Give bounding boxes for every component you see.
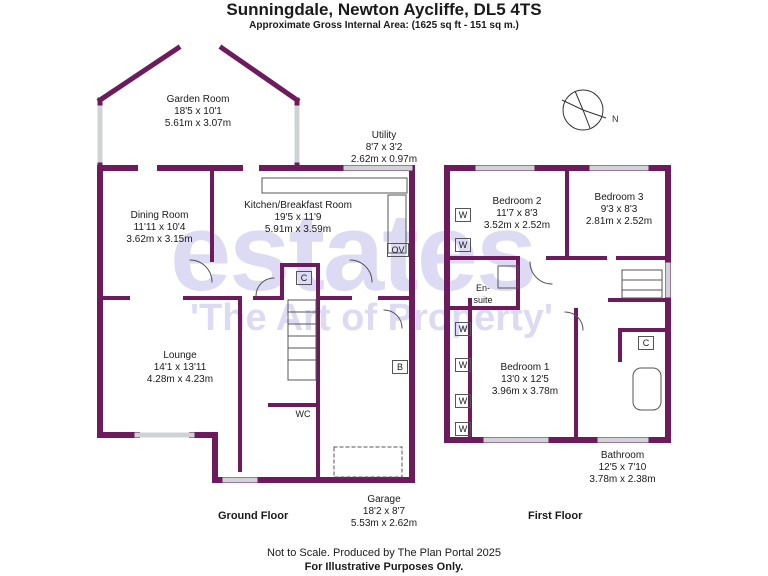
dining-room-label: Dining Room 11'11 x 10'4 3.62m x 3.15m [112,210,207,246]
garage-name: Garage [367,494,401,505]
bedroom2-metric: 3.52m x 2.52m [483,220,551,231]
lounge-imperial: 14'1 x 13'11 [153,362,207,373]
wardrobe-marker-2: W [455,238,471,252]
dining-room-name: Dining Room [130,210,189,221]
bedroom2-label: Bedroom 2 11'7 x 8'3 3.52m x 2.52m [472,196,562,232]
wardrobe-marker-4: W [455,358,471,372]
wardrobe-marker-3: W [455,322,471,336]
kitchen-name: Kitchen/Breakfast Room [244,200,352,211]
plan-subtitle: Approximate Gross Internal Area: (1625 s… [249,20,519,31]
compass-icon [561,89,607,131]
wardrobe-marker-6: W [455,422,471,436]
oven-marker: OV [387,243,409,257]
first-floor-label: First Floor [528,510,583,522]
ground-floor-plan [96,44,415,483]
plan-title: Sunningdale, Newton Aycliffe, DL5 4TS [226,0,542,19]
first-floor-plan [444,165,671,443]
garage-imperial: 18'2 x 8'7 [362,506,406,517]
kitchen-imperial: 19'5 x 11'9 [274,212,322,223]
kitchen-label: Kitchen/Breakfast Room 19'5 x 11'9 5.91m… [238,200,358,236]
cupboard-marker-ground: C [296,271,312,285]
utility-metric: 2.62m x 0.97m [350,154,418,165]
bedroom1-label: Bedroom 1 13'0 x 12'5 3.96m x 3.78m [480,362,570,398]
cupboard-marker-first: C [638,336,654,350]
bathroom-label: Bathroom 12'5 x 7'10 3.78m x 2.38m [580,450,665,486]
watermark-estates: estates [170,191,535,314]
wardrobe-marker-5: W [455,394,471,408]
watermark-tagline: 'The Art of Property' [190,297,553,339]
garden-room-metric: 5.61m x 3.07m [164,118,232,129]
utility-imperial: 8'7 x 3'2 [365,142,403,153]
wc-marker: WC [295,409,311,419]
boiler-marker: B [392,360,408,374]
bedroom3-metric: 2.81m x 2.52m [585,216,653,227]
footer-disclaimer: Not to Scale. Produced by The Plan Porta… [267,547,501,559]
bathroom-metric: 3.78m x 2.38m [589,474,656,485]
bedroom3-name: Bedroom 3 [594,192,644,203]
bathroom-name: Bathroom [600,450,645,461]
lounge-name: Lounge [163,350,197,361]
dining-room-metric: 3.62m x 3.15m [126,234,193,245]
bedroom2-imperial: 11'7 x 8'3 [496,208,538,219]
footer-illustrative: For Illustrative Purposes Only. [304,561,464,573]
garden-room-name: Garden Room [166,94,230,105]
garden-room-imperial: 18'5 x 10'1 [174,106,222,117]
garage-label: Garage 18'2 x 8'7 5.53m x 2.62m [344,494,424,530]
lounge-label: Lounge 14'1 x 13'11 4.28m x 4.23m [130,350,230,386]
garage-metric: 5.53m x 2.62m [350,518,418,529]
garden-room-label: Garden Room 18'5 x 10'1 5.61m x 3.07m [148,94,248,130]
compass-north-label: N [612,114,619,124]
bedroom1-name: Bedroom 1 [500,362,550,373]
ensuite-label: En- suite [473,283,493,305]
utility-name: Utility [371,130,397,141]
bathroom-imperial: 12'5 x 7'10 [598,462,647,473]
bedroom1-imperial: 13'0 x 12'5 [501,374,549,385]
utility-label: Utility 8'7 x 3'2 2.62m x 0.97m [344,130,424,166]
ground-floor-label: Ground Floor [218,510,289,522]
bedroom3-imperial: 9'3 x 8'3 [600,204,638,215]
bedroom2-name: Bedroom 2 [492,196,542,207]
wardrobe-marker-1: W [455,208,471,222]
bedroom3-label: Bedroom 3 9'3 x 8'3 2.81m x 2.52m [574,192,664,228]
dining-room-imperial: 11'11 x 10'4 [133,222,186,233]
bedroom1-metric: 3.96m x 3.78m [491,386,559,397]
lounge-metric: 4.28m x 4.23m [146,374,214,385]
kitchen-metric: 5.91m x 3.59m [264,224,332,235]
